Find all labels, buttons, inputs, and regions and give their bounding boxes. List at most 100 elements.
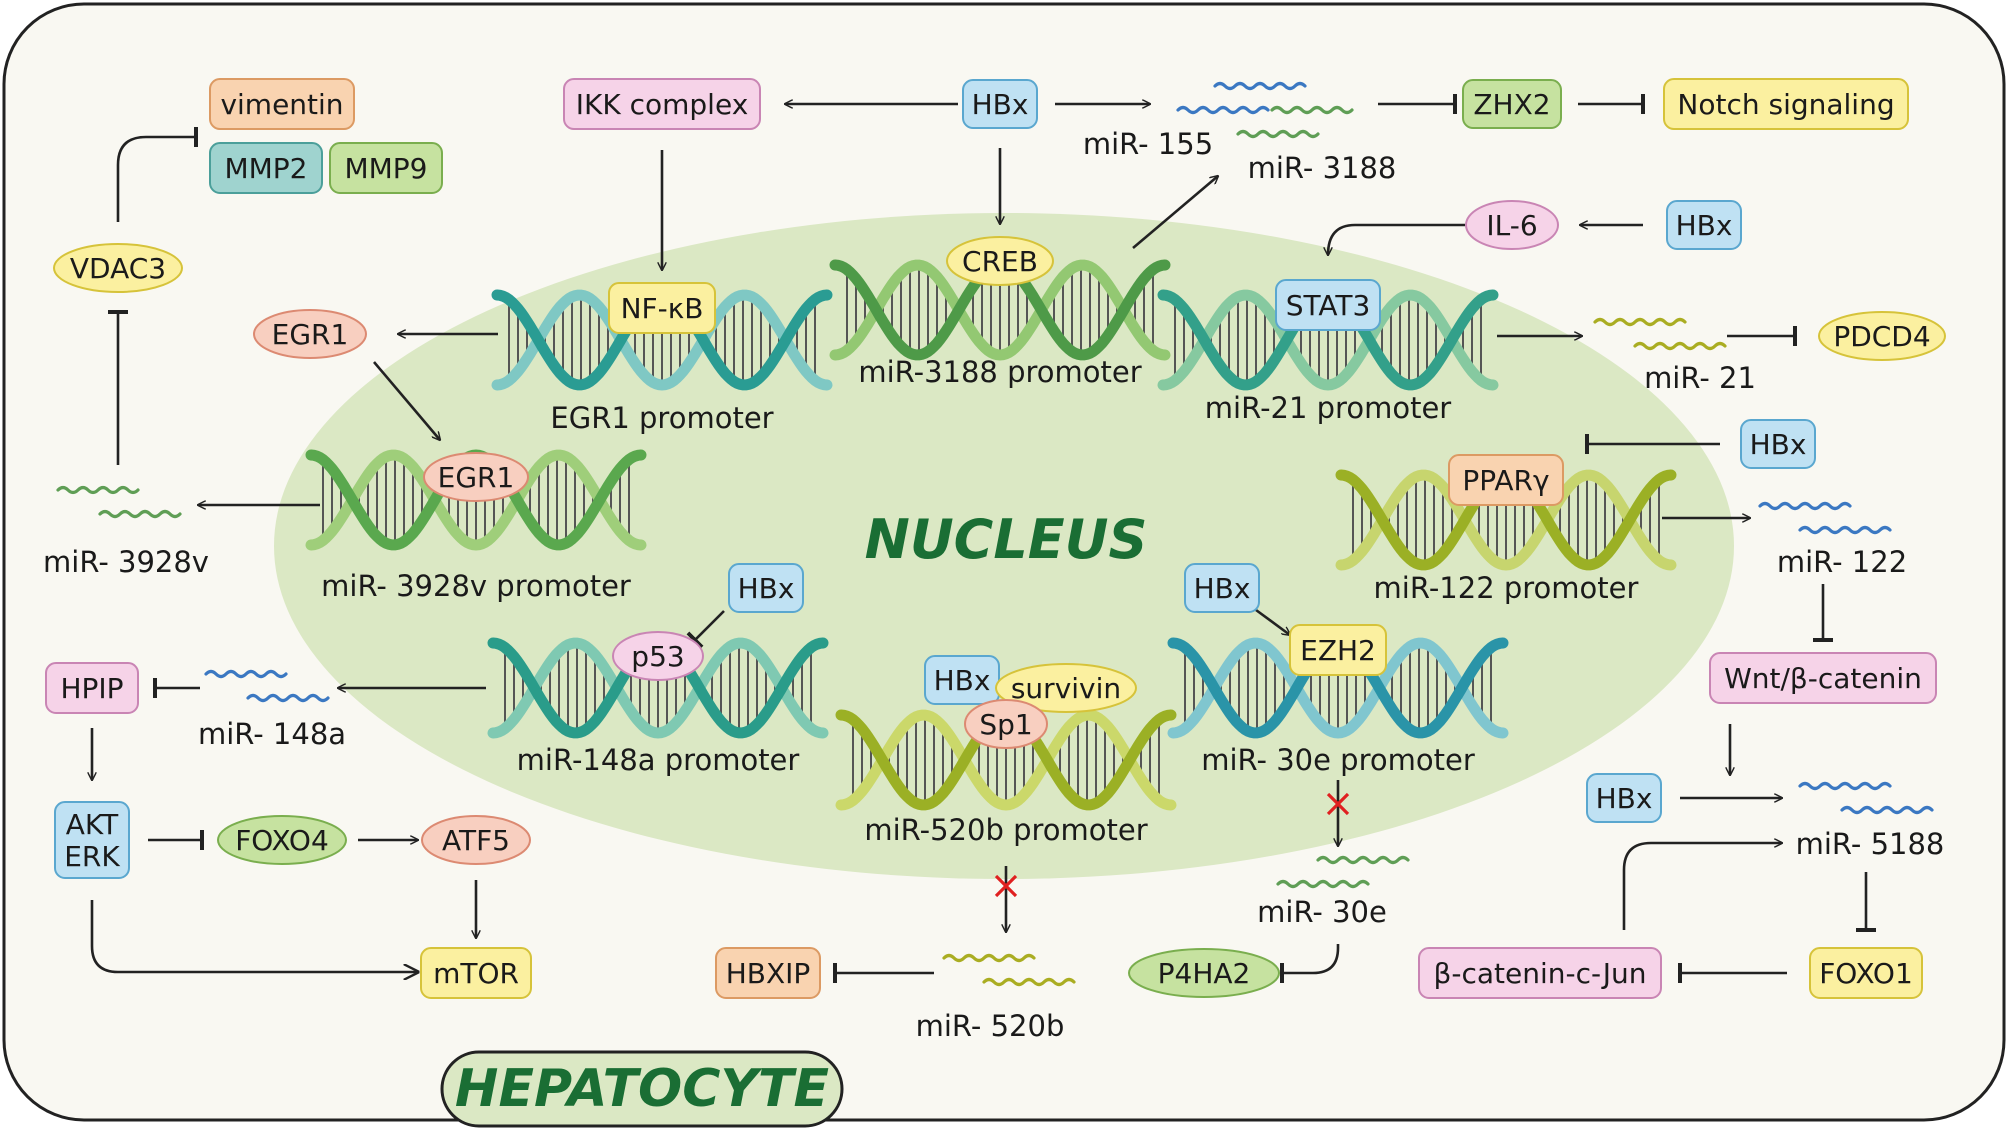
mir3188-strand-1: [1270, 105, 1354, 115]
node-label-vdac3: VDAC3: [70, 252, 166, 285]
node-mtor: mTOR: [420, 947, 532, 999]
label-mir3188-promoter: miR-3188 promoter: [858, 355, 1141, 389]
node-label-egr1-cyto: EGR1: [272, 318, 349, 351]
node-hbx-top: HBx: [962, 79, 1038, 129]
mir30e-strand-2: [1276, 879, 1370, 889]
hepatocyte-label-box: HEPATOCYTE: [440, 1050, 844, 1128]
helix-mir148a-promoter: [487, 637, 829, 739]
mir520b-strand-1: [942, 953, 1036, 963]
node-label-p53: p53: [631, 640, 684, 673]
node-hbx-sp1: HBx: [924, 655, 1000, 705]
label-mir3188: miR- 3188: [1248, 151, 1397, 185]
node-atf5: ATF5: [421, 815, 531, 865]
label-mir148a: miR- 148a: [198, 717, 346, 751]
label-mir155: miR- 155: [1083, 127, 1213, 161]
node-label-bcat-cjun: β-catenin-c-Jun: [1434, 957, 1647, 990]
node-label-il6: IL-6: [1486, 209, 1537, 242]
node-mmp2: MMP2: [209, 142, 323, 194]
node-label-p4ha2: P4HA2: [1158, 957, 1251, 990]
node-label-foxo1: FOXO1: [1819, 957, 1913, 990]
mir5188-strand-1: [1798, 781, 1892, 791]
label-mir21-promoter: miR-21 promoter: [1205, 391, 1452, 425]
node-wnt: Wnt/β-catenin: [1709, 652, 1937, 704]
node-label-ikk: IKK complex: [576, 88, 749, 121]
node-label-sp1: Sp1: [979, 708, 1032, 741]
node-nfkb: NF-κB: [608, 282, 716, 334]
blocked-mark-mir30e: [1326, 792, 1350, 816]
node-ikk: IKK complex: [563, 78, 761, 130]
node-ppar: PPARγ: [1448, 454, 1564, 506]
mir3188-strand-2: [1236, 129, 1320, 139]
node-label-hbxip: HBXIP: [726, 957, 811, 990]
node-hpip: HPIP: [45, 662, 139, 714]
edge-mir30e-p4ha2: [1280, 944, 1340, 983]
label-mir30e-promoter: miR- 30e promoter: [1201, 743, 1475, 777]
node-label-mtor: mTOR: [433, 957, 519, 990]
mir148a-strand-1: [204, 669, 288, 679]
nucleus-label: NUCLEUS: [865, 508, 1148, 571]
mir5188-strand-2: [1840, 805, 1934, 815]
node-hbx-5188: HBx: [1586, 773, 1662, 823]
node-bcat-cjun: β-catenin-c-Jun: [1418, 947, 1662, 999]
node-label-hbx-il6: HBx: [1676, 209, 1733, 242]
node-label-creb: CREB: [962, 245, 1038, 278]
label-mir3928v: miR- 3928v: [43, 545, 209, 579]
node-label-vimentin: vimentin: [220, 88, 343, 121]
node-label-notch: Notch signaling: [1677, 88, 1894, 121]
mir30e-strand-1: [1316, 855, 1410, 865]
edge-promoter-mir3188: [1132, 176, 1218, 249]
node-label-akt: AKT: [66, 808, 119, 841]
node-foxo1: FOXO1: [1809, 947, 1923, 999]
label-mir122-promoter: miR-122 promoter: [1374, 571, 1639, 605]
label-mir122: miR- 122: [1777, 545, 1907, 579]
node-hbx-ppar: HBx: [1740, 419, 1816, 469]
node-label-pdcd4: PDCD4: [1833, 320, 1930, 353]
edge-hbx-ezh2: [1255, 608, 1290, 635]
blocked-mark-mir520b: [994, 874, 1018, 898]
node-label-hbx-sp1: HBx: [934, 664, 991, 697]
label-mir21: miR- 21: [1644, 361, 1756, 395]
node-label-ezh2: EZH2: [1300, 634, 1376, 667]
edge-bcat-mir5188: [1622, 843, 1782, 930]
node-foxo4: FOXO4: [217, 815, 347, 865]
node-label-egr1-nuc: EGR1: [438, 461, 515, 494]
pathway-edges: [90, 94, 1876, 983]
node-label-survivin: survivin: [1011, 672, 1121, 705]
mir21-strand-2: [1633, 341, 1727, 351]
label-egr1-promoter: EGR1 promoter: [550, 401, 773, 435]
helix-mir3928v-promoter: [305, 449, 647, 551]
node-pdcd4: PDCD4: [1818, 311, 1946, 361]
mir520b-strand-2: [982, 977, 1076, 987]
edge-hbx-p53: [686, 610, 725, 649]
edge-vdac3-vimentin: [116, 127, 198, 222]
node-hbx-il6: HBx: [1666, 200, 1742, 250]
node-label-nfkb: NF-κB: [621, 292, 704, 325]
label-mir30e: miR- 30e: [1257, 895, 1387, 929]
node-label-hbx-ppar: HBx: [1750, 428, 1807, 461]
mir3928v-strand-1: [56, 485, 140, 495]
node-survivin: survivin: [995, 663, 1137, 713]
node-creb: CREB: [946, 236, 1054, 286]
node-zhx2: ZHX2: [1462, 79, 1562, 129]
mir3928v-strand-2: [98, 509, 182, 519]
edge-akt-mtor: [90, 900, 418, 972]
label-mir5188: miR- 5188: [1796, 827, 1945, 861]
label-mir520b: miR- 520b: [916, 1009, 1065, 1043]
node-hbx-p53: HBx: [728, 563, 804, 613]
label-mir3928v-promoter: miR- 3928v promoter: [321, 569, 631, 603]
node-hbx-ezh2: HBx: [1184, 563, 1260, 613]
helix-mir21-promoter: [1157, 289, 1499, 391]
node-stat3: STAT3: [1275, 279, 1381, 331]
node-label-hbx-5188: HBx: [1596, 782, 1653, 815]
mir155-strand-2: [1176, 105, 1270, 115]
node-label-atf5: ATF5: [442, 824, 510, 857]
node-mmp9: MMP9: [329, 142, 443, 194]
mir148a-strand-2: [246, 693, 330, 703]
mir122-strand-2: [1798, 525, 1892, 535]
mir122-strand-1: [1758, 501, 1852, 511]
node-il6: IL-6: [1465, 200, 1559, 250]
node-label-foxo4: FOXO4: [235, 824, 329, 857]
node-label-hbx-top: HBx: [972, 88, 1029, 121]
